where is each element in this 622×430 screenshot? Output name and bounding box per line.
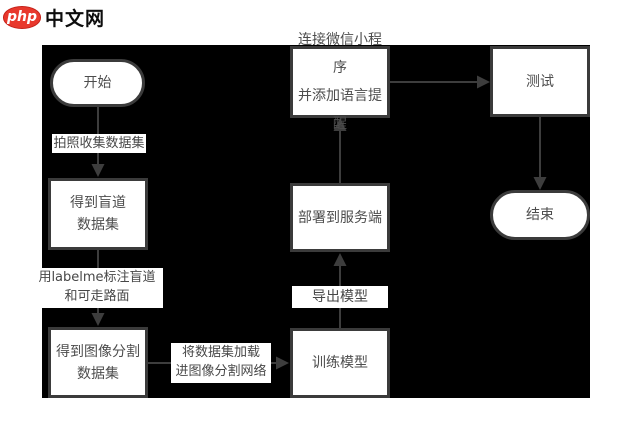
node-blind-path-dataset: 得到盲道 数据集 [48, 178, 148, 250]
edge-label-line: 将数据集加载 [181, 345, 260, 360]
node-label-line: 得到盲道 [70, 195, 126, 211]
php-site-logo: php 中文网 [3, 4, 105, 31]
node-label: 训练模型 [312, 355, 368, 371]
edge-label-labelme-annotate: 用labelme标注盲道 和可走路面 [31, 268, 163, 308]
edge-label-line: 用labelme标注盲道 [38, 270, 156, 285]
node-label: 结束 [526, 207, 554, 223]
node-label-line: 数据集 [77, 365, 119, 382]
edge-label-export-model: 导出模型 [292, 286, 388, 308]
site-name: 中文网 [45, 8, 106, 30]
arrow-test-to-end [533, 117, 547, 190]
node-label-line: 连接微信小程序 [298, 32, 382, 76]
node-end: 结束 [490, 190, 590, 240]
node-segmentation-dataset: 得到图像分割 数据集 [48, 327, 148, 398]
edge-label-line: 和可走路面 [64, 289, 130, 304]
node-label: 部署到服务端 [298, 209, 382, 226]
node-train-model: 训练模型 [290, 328, 390, 398]
node-label: 开始 [83, 75, 112, 91]
node-label-line: 得到图像分割 [56, 343, 140, 360]
node-wechat-miniprogram: 连接微信小程序 并添加语言提醒 [290, 32, 390, 132]
php-logo-icon: php [3, 6, 41, 29]
node-label: 测试 [526, 73, 554, 90]
node-label-line: 并添加语言提醒 [298, 88, 382, 132]
arrow-wechat-to-test [390, 75, 490, 89]
node-deploy-server: 部署到服务端 [290, 183, 390, 252]
edge-label-line: 进图像分割网络 [175, 364, 267, 379]
node-start: 开始 [50, 59, 145, 107]
node-label-line: 数据集 [77, 217, 119, 233]
arrow-deploy-to-wechat [333, 118, 347, 183]
node-test: 测试 [490, 46, 590, 117]
edge-label-load-into-network: 将数据集加载 进图像分割网络 [171, 343, 271, 383]
edge-label-collect-dataset: 拍照收集数据集 [52, 134, 146, 153]
